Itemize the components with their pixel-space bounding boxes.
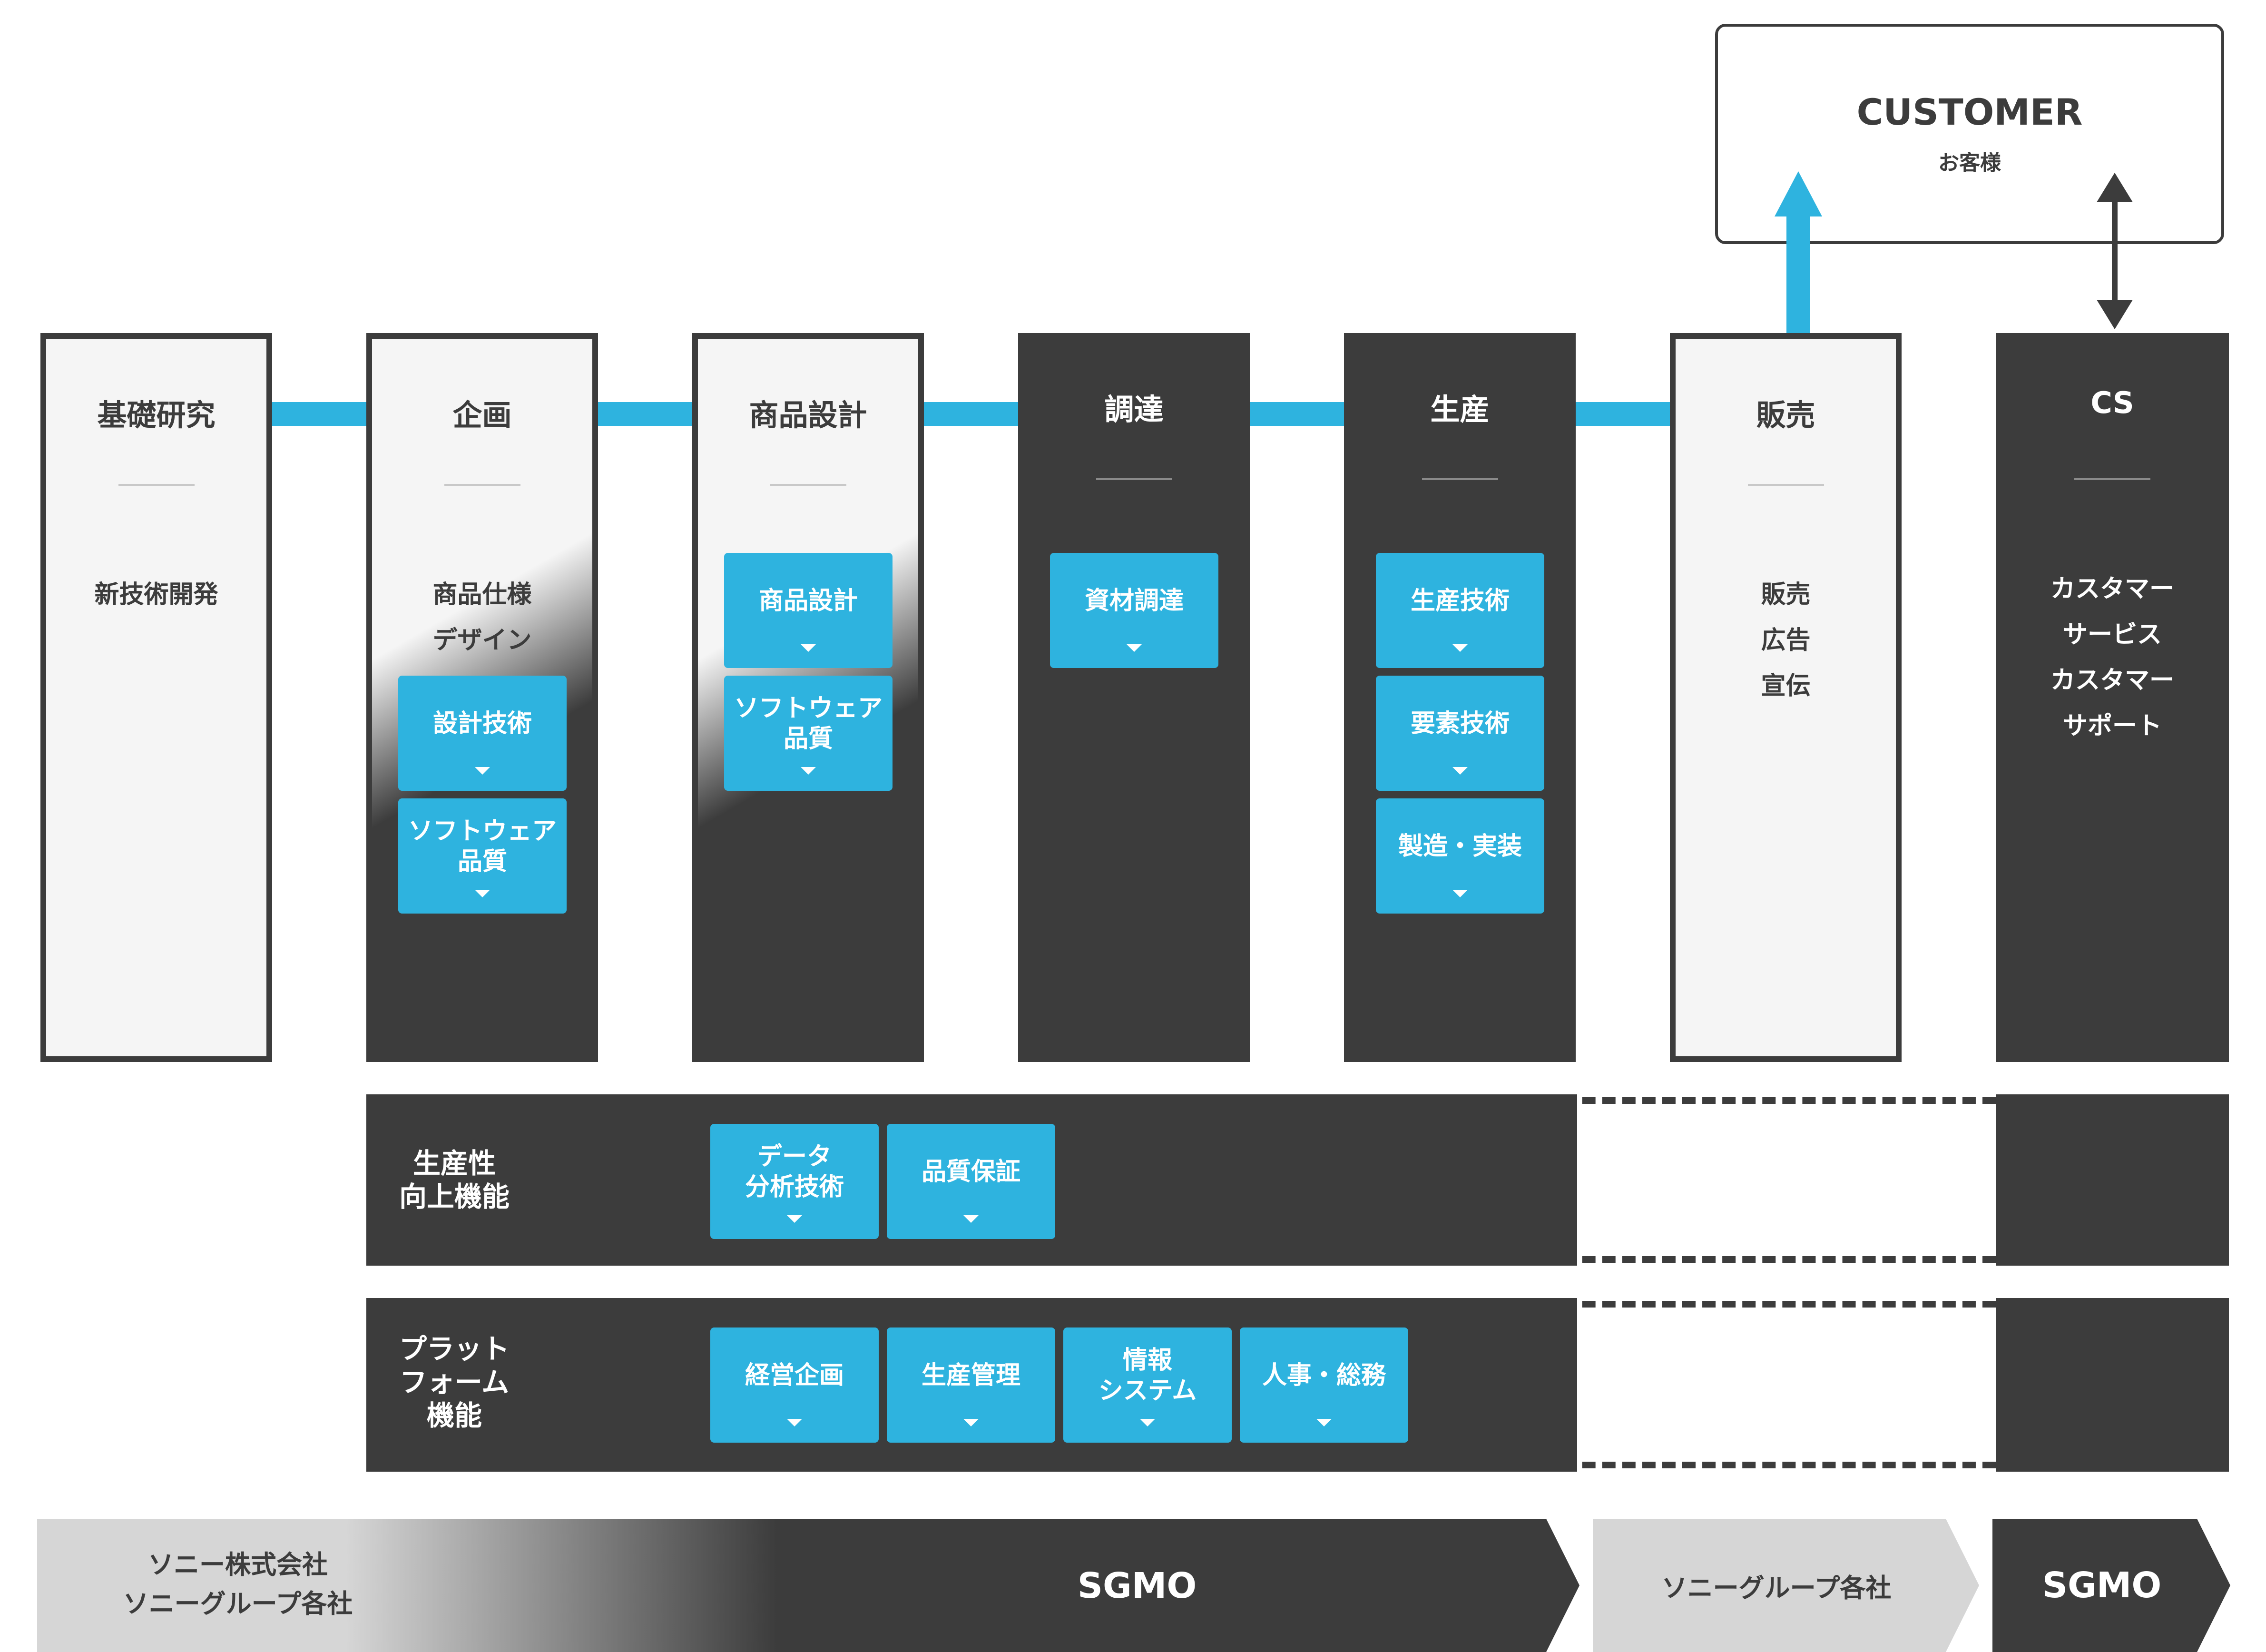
function-yoso-gijutsu[interactable]: 要素技術 — [1376, 676, 1544, 791]
stage-divider — [770, 484, 846, 486]
function-label: 生産技術 — [1410, 587, 1510, 615]
connector-kikaku-sekkei — [592, 402, 697, 426]
stage-cs: CS カスタマー サービス カスタマー サポート — [1996, 333, 2229, 1062]
stage-divider — [2074, 478, 2150, 480]
function-label: 商品設計 — [758, 587, 858, 615]
caret-down-icon — [1316, 1419, 1332, 1426]
stage-hanbai: 販売 販売 広告 宣伝 — [1670, 333, 1902, 1062]
platform-band-dashed-top — [1382, 1301, 1996, 1308]
function-label: 情報 システム — [1098, 1346, 1197, 1405]
stage-divider — [444, 484, 520, 486]
stage-title: 基礎研究 — [97, 398, 216, 433]
stage-title: 生産 — [1430, 392, 1490, 427]
customer-subtitle: お客様 — [1938, 151, 2001, 175]
function-label: 品質保証 — [921, 1158, 1020, 1186]
function-data-bunseki[interactable]: データ 分析技術 — [710, 1124, 879, 1239]
caret-down-icon — [1140, 1419, 1155, 1426]
organization-main-label: SGMO — [1077, 1565, 1197, 1606]
function-sekkei-gijutsu[interactable]: 設計技術 — [398, 676, 567, 791]
function-seisan-gijutsu[interactable]: 生産技術 — [1376, 553, 1544, 668]
function-label: データ 分析技術 — [745, 1142, 844, 1201]
function-label: 要素技術 — [1410, 709, 1510, 738]
stage-title: 調達 — [1104, 392, 1164, 427]
stage-description: カスタマー サービス カスタマー サポート — [2050, 575, 2174, 740]
function-keiei-kikaku[interactable]: 経営企画 — [710, 1328, 879, 1443]
caret-down-icon — [1452, 890, 1468, 897]
function-label: 人事・総務 — [1262, 1361, 1386, 1390]
productivity-band-cs — [1996, 1094, 2229, 1266]
function-label: 資材調達 — [1084, 587, 1184, 615]
caret-down-icon — [1452, 644, 1468, 652]
caret-down-icon — [1127, 644, 1142, 652]
function-joho-system[interactable]: 情報 システム — [1063, 1328, 1232, 1443]
stage-description: 新技術開発 — [94, 580, 218, 609]
caret-down-icon — [801, 767, 816, 775]
function-shohin-sekkei[interactable]: 商品設計 — [724, 553, 893, 668]
stage-description: 商品仕様 デザイン — [432, 580, 532, 655]
caret-down-icon — [1452, 767, 1468, 775]
function-jinji-somu[interactable]: 人事・総務 — [1240, 1328, 1408, 1443]
organization-right-label: SGMO — [2042, 1565, 2162, 1606]
caret-down-icon — [963, 1215, 979, 1223]
stage-divider — [1096, 478, 1172, 480]
stage-chotatsu: 調達 — [1018, 333, 1250, 1062]
customer-title: CUSTOMER — [1856, 91, 2083, 133]
function-label: 製造・実装 — [1398, 832, 1522, 861]
stage-title: CS — [2090, 385, 2134, 420]
organization-arrow-right: SGMO — [1992, 1519, 2230, 1652]
stage-divider — [1747, 484, 1824, 486]
stage-title: 企画 — [452, 398, 512, 433]
platform-band-dashed-bottom — [1382, 1462, 1996, 1468]
organization-left-label: ソニー株式会社 ソニーグループ各社 — [123, 1550, 353, 1619]
stage-divider — [118, 484, 195, 486]
productivity-band-dashed-top — [1382, 1097, 1996, 1104]
connector-seisan-hanbai — [1570, 402, 1675, 426]
function-label: ソフトウェア 品質 — [734, 694, 883, 753]
stage-divider — [1422, 478, 1498, 480]
platform-band-cs — [1996, 1298, 2229, 1472]
connector-sekkei-chotatsu — [918, 402, 1023, 426]
organization-arrow-middle: ソニーグループ各社 — [1593, 1519, 1979, 1652]
caret-down-icon — [787, 1419, 802, 1426]
caret-down-icon — [475, 890, 490, 897]
organization-middle-label: ソニーグループ各社 — [1661, 1573, 1892, 1603]
cs-customer-bidirectional-arrow — [2097, 173, 2133, 329]
function-seisan-kanri[interactable]: 生産管理 — [887, 1328, 1055, 1443]
productivity-band-label: 生産性 向上機能 — [399, 1147, 510, 1213]
stage-kiso-kenkyu: 基礎研究 新技術開発 — [40, 333, 272, 1062]
function-label: ソフトウェア 品質 — [408, 817, 557, 876]
function-software-hinshitsu[interactable]: ソフトウェア 品質 — [398, 798, 567, 914]
function-seizo-jisso[interactable]: 製造・実装 — [1376, 798, 1544, 914]
caret-down-icon — [801, 644, 816, 652]
productivity-band-dashed-bottom — [1382, 1256, 1996, 1263]
function-label: 設計技術 — [432, 709, 532, 738]
connector-chotatsu-seisan — [1244, 402, 1349, 426]
caret-down-icon — [963, 1419, 979, 1426]
function-label: 生産管理 — [921, 1361, 1020, 1390]
platform-band-label: プラット フォーム 機能 — [399, 1333, 510, 1432]
organization-arrow-main — [37, 1519, 1579, 1652]
stage-title: 販売 — [1756, 398, 1815, 433]
function-shizai-chotatsu[interactable]: 資材調達 — [1050, 553, 1218, 668]
caret-down-icon — [787, 1215, 802, 1223]
stage-title: 商品設計 — [749, 398, 867, 433]
function-hinshitsu-hosho[interactable]: 品質保証 — [887, 1124, 1055, 1239]
stage-description: 販売 広告 宣伝 — [1761, 580, 1811, 700]
function-label: 経営企画 — [745, 1361, 844, 1390]
sales-to-customer-arrow — [1775, 171, 1822, 335]
connector-kiso-kikaku — [266, 402, 371, 426]
function-software-hinshitsu-2[interactable]: ソフトウェア 品質 — [724, 676, 893, 791]
caret-down-icon — [475, 767, 490, 775]
